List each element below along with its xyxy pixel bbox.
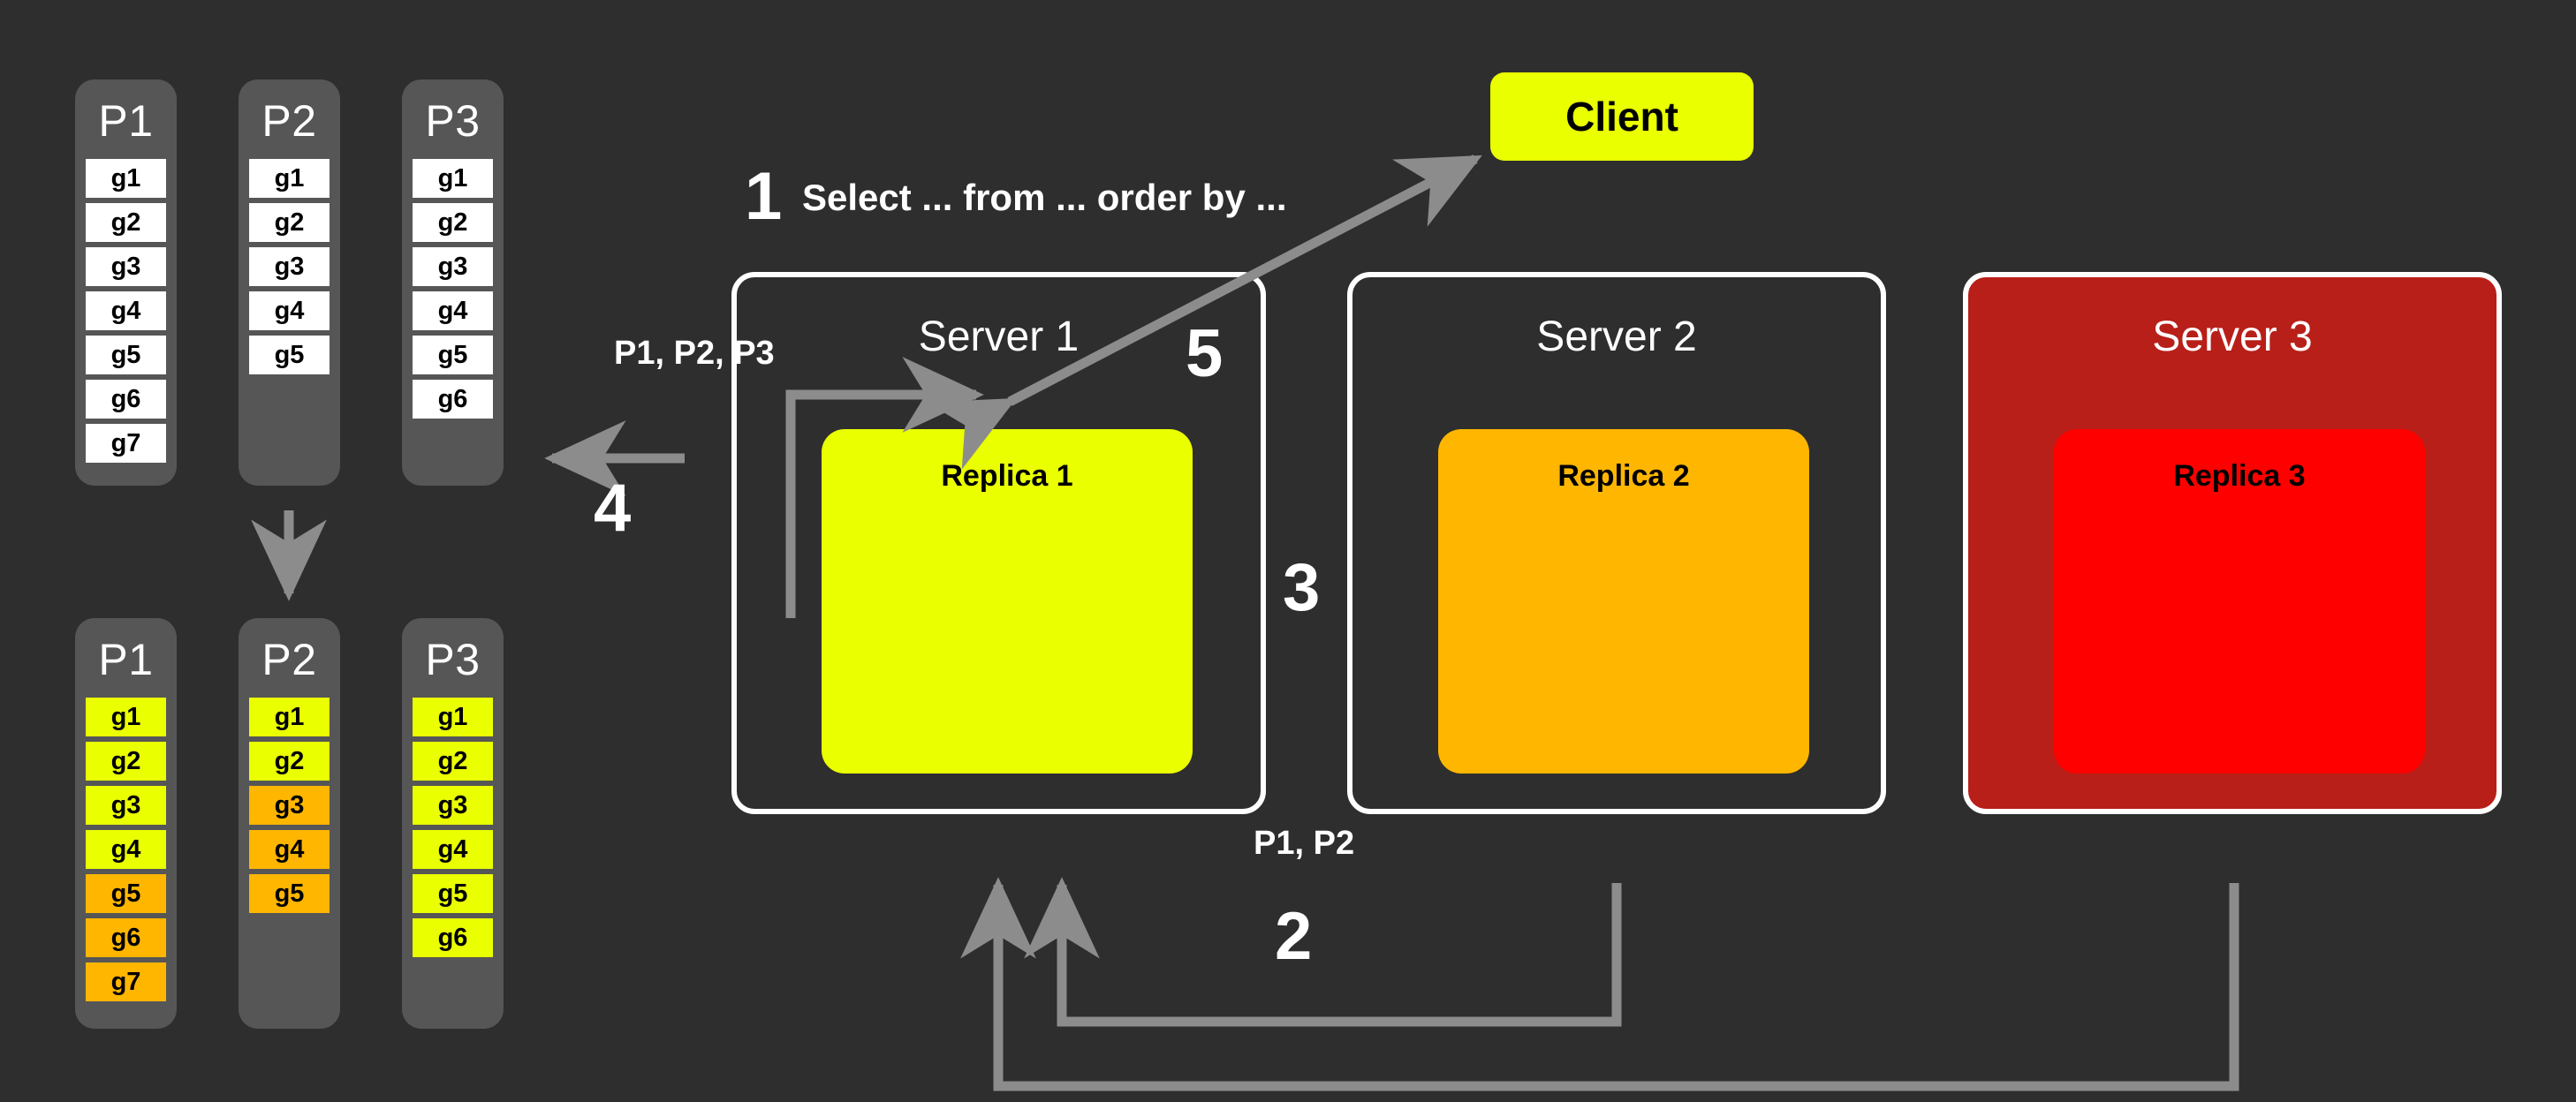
partition-column-before-p2: P2 g1 g2 g3 g4 g5 <box>239 79 340 486</box>
partition-cell: g4 <box>86 830 166 869</box>
partition-cell: g1 <box>413 698 493 736</box>
partition-cell: g6 <box>413 380 493 419</box>
server-2-box[interactable]: Server 2 Replica 2 <box>1347 272 1886 814</box>
query-text: Select ... from ... order by ... <box>802 177 1287 218</box>
partition-cell: g4 <box>249 291 330 330</box>
arrow-fetch-p1p2 <box>1024 877 1622 1027</box>
partition-title: P2 <box>261 96 317 146</box>
partition-cells: g1 g2 g3 g4 g5 <box>239 159 340 374</box>
arrow-fetch-p3 <box>960 877 2239 1091</box>
partitions-fetched-label: P1, P2 <box>1254 825 1355 862</box>
partition-cell: g5 <box>249 874 330 913</box>
partition-cells: g1 g2 g3 g4 g5 g6 <box>402 159 504 419</box>
step-2-label: 2 <box>1275 899 1313 974</box>
partition-cells: g1 g2 g3 g4 g5 g6 g7 <box>75 159 177 463</box>
partition-cell: g3 <box>249 247 330 286</box>
partition-title: P3 <box>425 96 481 146</box>
replica-3-box[interactable]: Replica 3 <box>2054 429 2425 774</box>
partition-cell: g3 <box>413 786 493 825</box>
server-1-title: Server 1 <box>918 313 1080 360</box>
partition-cell: g5 <box>86 874 166 913</box>
step-1-label: 1 <box>745 159 783 234</box>
partition-title: P1 <box>98 635 154 684</box>
partition-cell: g1 <box>249 698 330 736</box>
partition-cell: g4 <box>413 291 493 330</box>
step-5-label: 5 <box>1186 316 1224 391</box>
step-3-label: 3 <box>1283 550 1321 625</box>
partition-cell: g1 <box>86 159 166 198</box>
partition-column-after-p1: P1 g1 g2 g3 g4 g5 g6 g7 <box>75 618 177 1029</box>
server-2-title: Server 2 <box>1536 313 1697 360</box>
partition-cell: g3 <box>86 247 166 286</box>
partition-title: P2 <box>261 635 317 684</box>
partition-column-before-p3: P3 g1 g2 g3 g4 g5 g6 <box>402 79 504 486</box>
partition-cell: g2 <box>413 742 493 781</box>
partition-cell: g4 <box>249 830 330 869</box>
server-3-title: Server 3 <box>2152 313 2313 360</box>
partition-cell: g5 <box>86 336 166 374</box>
partition-cell: g5 <box>413 874 493 913</box>
partitions-sent-label: P1, P2, P3 <box>614 335 775 372</box>
partition-title: P1 <box>98 96 154 146</box>
replica-1-box[interactable]: Replica 1 <box>822 429 1193 774</box>
partition-column-before-p1: P1 g1 g2 g3 g4 g5 g6 g7 <box>75 79 177 486</box>
partition-cells: g1 g2 g3 g4 g5 <box>239 698 340 913</box>
partition-cells: g1 g2 g3 g4 g5 g6 <box>402 698 504 957</box>
partition-cell: g1 <box>413 159 493 198</box>
partition-cell: g2 <box>413 203 493 242</box>
replica-1-label: Replica 1 <box>941 459 1073 493</box>
partition-cell: g3 <box>86 786 166 825</box>
partition-column-after-p3: P3 g1 g2 g3 g4 g5 g6 <box>402 618 504 1029</box>
partition-cell: g2 <box>249 203 330 242</box>
server-3-box[interactable]: Server 3 Replica 3 <box>1963 272 2502 814</box>
partition-cell: g3 <box>249 786 330 825</box>
replica-2-box[interactable]: Replica 2 <box>1438 429 1809 774</box>
partition-cell: g6 <box>413 918 493 957</box>
partition-cell: g6 <box>86 380 166 419</box>
partition-cell: g4 <box>413 830 493 869</box>
partition-cell: g4 <box>86 291 166 330</box>
partition-cell: g1 <box>249 159 330 198</box>
client-box[interactable]: Client <box>1490 72 1754 161</box>
partition-cell: g5 <box>249 336 330 374</box>
partition-cell: g3 <box>413 247 493 286</box>
partition-cells: g1 g2 g3 g4 g5 g6 g7 <box>75 698 177 1001</box>
partition-cell: g2 <box>86 203 166 242</box>
step-4-label: 4 <box>594 471 632 546</box>
partition-title: P3 <box>425 635 481 684</box>
partition-cell: g1 <box>86 698 166 736</box>
client-label: Client <box>1565 94 1678 140</box>
replica-3-label: Replica 3 <box>2173 459 2306 493</box>
partition-column-after-p2: P2 g1 g2 g3 g4 g5 <box>239 618 340 1029</box>
partition-cell: g7 <box>86 424 166 463</box>
partition-cell: g2 <box>86 742 166 781</box>
replica-2-label: Replica 2 <box>1557 459 1690 493</box>
partition-cell: g2 <box>249 742 330 781</box>
partition-cell: g7 <box>86 962 166 1001</box>
partition-cell: g5 <box>413 336 493 374</box>
partition-cell: g6 <box>86 918 166 957</box>
